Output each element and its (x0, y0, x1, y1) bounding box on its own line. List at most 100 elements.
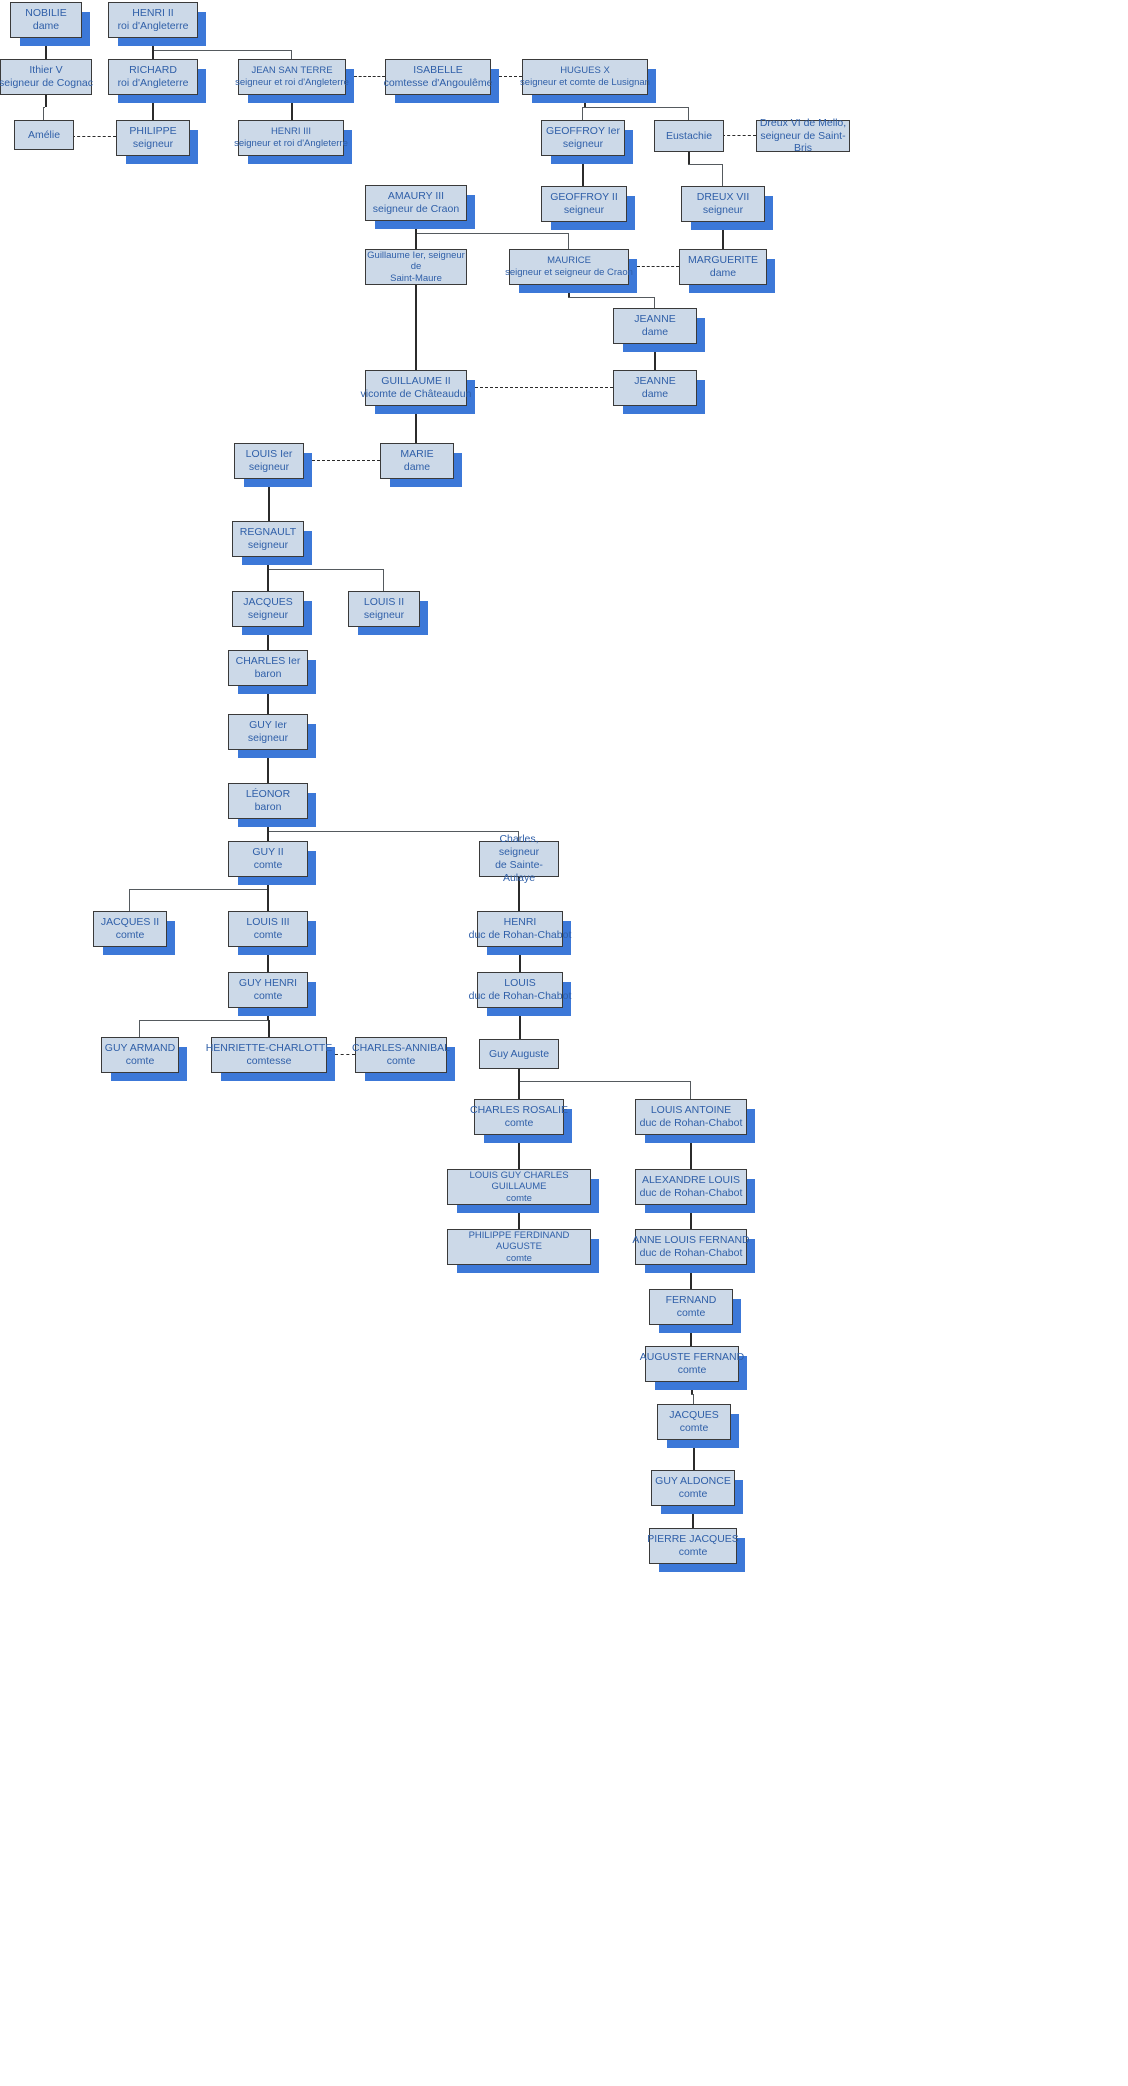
person-title: duc de Rohan-Chabot (639, 1117, 743, 1129)
connector-line-vertical (129, 889, 130, 911)
person-name: AUGUSTE FERNAND (639, 1351, 745, 1364)
connector-line-vertical (415, 404, 417, 443)
person-title: dame (403, 461, 431, 473)
connector-line-vertical (692, 1504, 694, 1528)
person-title: comte (678, 1488, 708, 1500)
person-title: seigneur (562, 138, 604, 150)
person-node-amelie[interactable]: Amélie (14, 120, 74, 150)
person-name: HENRI (503, 916, 537, 929)
node-box: Guy Auguste (479, 1039, 559, 1069)
connector-line-vertical (518, 1203, 520, 1229)
marriage-link (475, 387, 613, 388)
connector-line-vertical (267, 945, 269, 972)
marriage-link (354, 76, 385, 77)
person-title: comte (677, 1364, 707, 1376)
connector-line-vertical (383, 569, 384, 591)
connector-line-vertical (291, 50, 292, 59)
person-title: comte (253, 929, 283, 941)
person-node-guyauguste[interactable]: Guy Auguste (479, 1039, 559, 1069)
connector-line-vertical (654, 342, 656, 370)
person-title: comte (125, 1055, 155, 1067)
person-node-eustachie[interactable]: Eustachie (654, 120, 724, 152)
person-title: dame (641, 388, 669, 400)
connector-line-vertical (152, 93, 154, 120)
person-title: de Sainte-Aulaye (495, 859, 543, 884)
person-title: seigneur (363, 609, 405, 621)
person-title: comte (253, 859, 283, 871)
connector-line-vertical (582, 154, 584, 186)
person-node-dreux6[interactable]: Dreux VI de Mello,seigneur de Saint-Bris (756, 116, 850, 154)
connector-line-horizontal (415, 233, 568, 234)
connector-line-vertical (688, 150, 690, 164)
connector-line-vertical (152, 50, 154, 59)
person-name: Dreux VI de Mello, (759, 116, 847, 129)
person-title: comtesse d'Angoulême (383, 77, 493, 89)
connector-line-horizontal (267, 831, 518, 832)
person-title: duc de Rohan-Chabot (468, 990, 572, 1002)
connector-line-horizontal (152, 50, 291, 51)
person-title: baron (254, 801, 282, 813)
person-name: MARIE (400, 448, 434, 461)
person-name: CHARLES Ier (235, 655, 301, 668)
